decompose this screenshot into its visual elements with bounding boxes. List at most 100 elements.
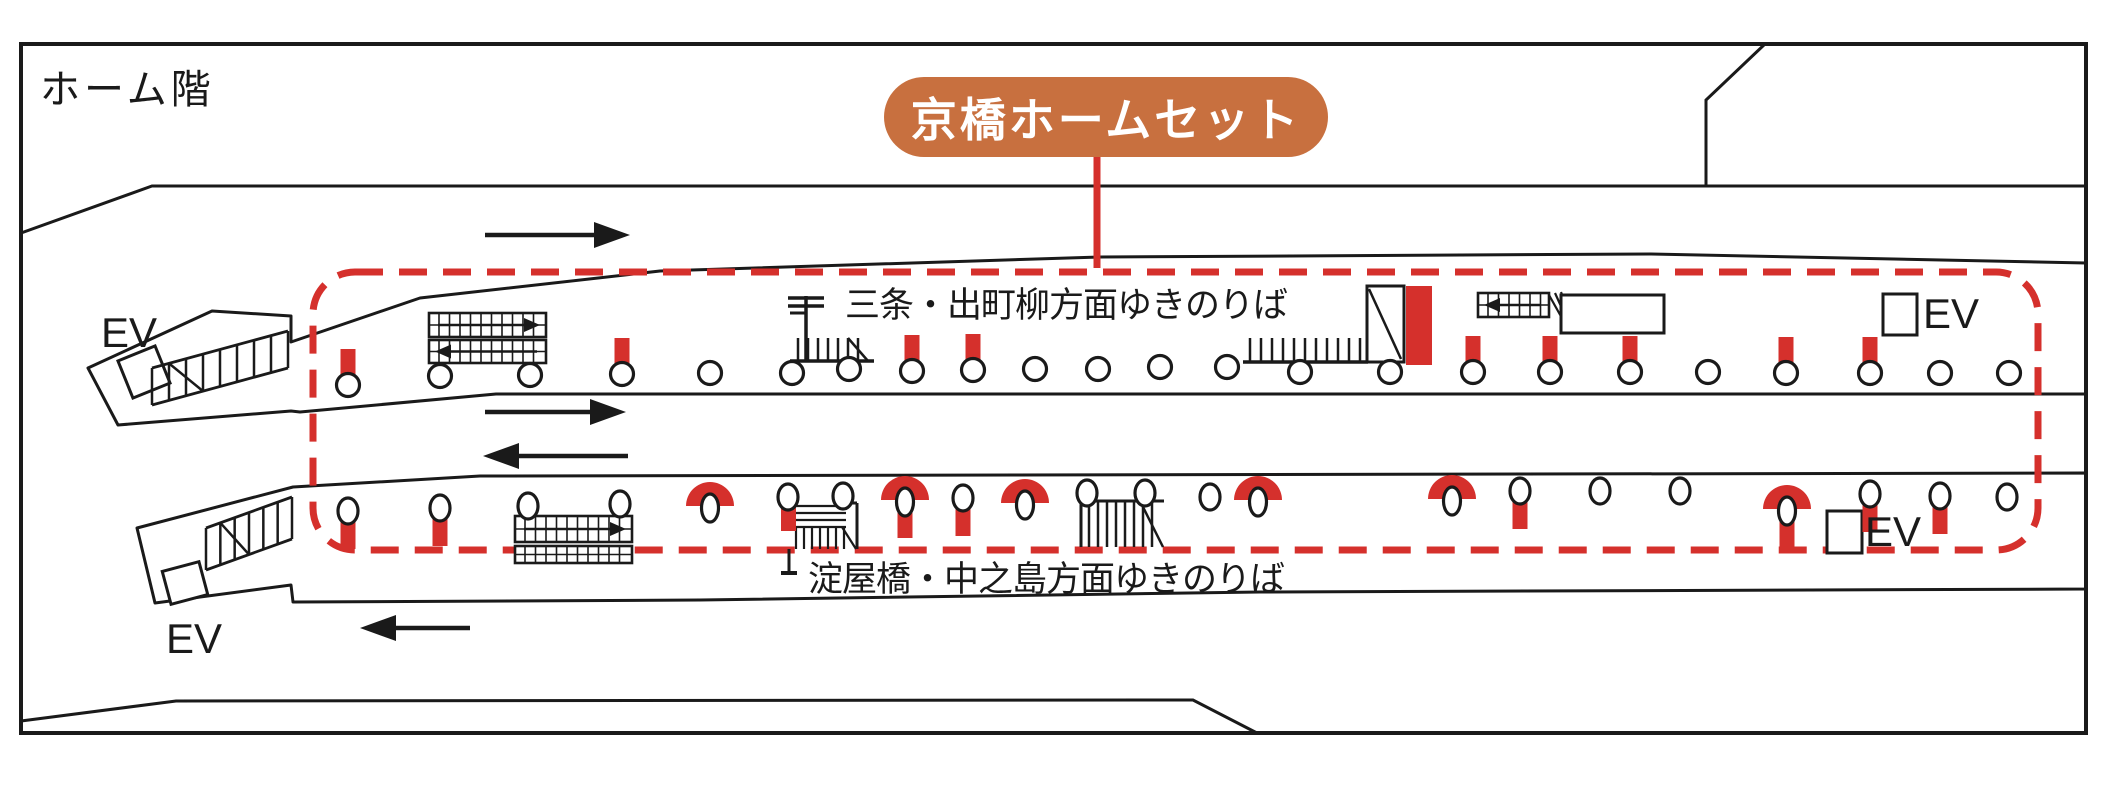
red-flag-marker [1932,505,1948,534]
elevator-box-lower-left [160,559,210,607]
pillar [1376,358,1404,386]
pillar [1441,485,1463,517]
pillar [894,486,916,518]
red-flag-marker [955,507,971,536]
pillar [699,492,721,524]
floor-title: ホーム階 [40,68,215,112]
pillar [898,357,926,385]
homeset-highlight-zone [309,154,2042,554]
pillar [1133,478,1157,508]
pillar [1995,359,2023,387]
pillar [1198,482,1222,512]
pillar [1776,495,1798,527]
platform-shapes [86,252,2088,605]
elevator-box-upper-right [1881,292,1919,337]
pillar [831,481,855,511]
pillar [1146,353,1174,381]
arrow-head [524,318,540,332]
red-flag-marker [904,335,920,364]
elevator-label-upper-left: EV [101,309,158,356]
pillar [608,489,632,519]
ad-markers-layer [340,286,1948,549]
red-flag-marker [432,517,448,546]
red-flag-marker [1622,336,1638,365]
red-flag-marker [965,334,981,363]
pillar [1084,355,1112,383]
red-ad-panel [1406,286,1432,365]
arrow-head [435,344,451,359]
pillar [516,361,544,389]
upper-platform-shape [86,252,2088,427]
red-flag-marker [781,505,796,531]
lower-platform-direction-label: 淀屋橋・中之島方面ゆきのりば [808,560,1285,599]
stairs-icon [1079,499,1165,548]
pillar [1928,481,1952,511]
arrow-head [594,222,630,248]
bottom-concourse-band [19,698,1258,735]
direction-arrow-right-middle [485,399,626,425]
elevator-box-lower-right [1825,509,1864,555]
direction-arrow-left-bottom [360,615,470,641]
pillar [428,493,452,523]
machine-room-box [1559,293,1666,335]
pillar [1588,476,1612,506]
pillar [336,496,360,526]
pillar [1995,482,2019,512]
escalator-icon [427,338,548,365]
pillars-layer [334,353,2023,527]
stairs-icon [150,329,290,407]
pillar [1021,355,1049,383]
pillar [1247,486,1269,518]
structures-layer [116,222,1919,641]
red-flag-marker [1542,336,1558,365]
arrow-head [1484,298,1500,312]
pillar [1772,359,1800,387]
elevator-label-upper-right: EV [1923,290,1980,337]
line [841,526,857,550]
direction-arrow-left-middle [483,443,628,469]
arrow-head [610,522,626,536]
line [168,362,204,393]
pillar [1014,489,1036,521]
pillar [1075,478,1099,508]
escalator-icon [427,311,548,339]
pillar [951,483,975,513]
pillar [1536,358,1564,386]
pillar [778,359,806,387]
escalator-transition [1548,291,1666,335]
red-flag-marker [614,338,630,367]
lower-platform-shape [135,471,2088,605]
pillar [1926,359,1954,387]
red-flag-marker [1512,500,1528,529]
stairs-icon [1243,284,1406,364]
pillar [959,356,987,384]
line [1138,500,1165,548]
direction-arrow-right-top [485,222,630,248]
pillar [776,482,800,512]
stairs-icon [788,296,874,363]
arrow-head [590,399,626,425]
pillar [334,371,362,399]
pillar [1213,353,1241,381]
pillar [835,355,863,383]
pillar [696,359,724,387]
pillar [1286,358,1314,386]
escalator-icon [513,514,634,544]
elevator-label-lower-left: EV [166,615,223,662]
pillar [1459,358,1487,386]
red-flag-marker [340,349,356,378]
pillar [1508,476,1532,506]
red-flag-marker [1778,337,1794,366]
upper-platform-direction-label: 三条・出町柳方面ゆきのりば [845,286,1288,325]
arrow-head [360,615,396,641]
pillar [1668,476,1692,506]
pillar [608,360,636,388]
stairs-icon [204,495,294,572]
escalator-icon [513,544,634,565]
pillar [1856,359,1884,387]
pillar [1616,358,1644,386]
pillar [516,491,540,521]
red-flag-marker [1862,337,1878,366]
pillar [1858,479,1882,509]
